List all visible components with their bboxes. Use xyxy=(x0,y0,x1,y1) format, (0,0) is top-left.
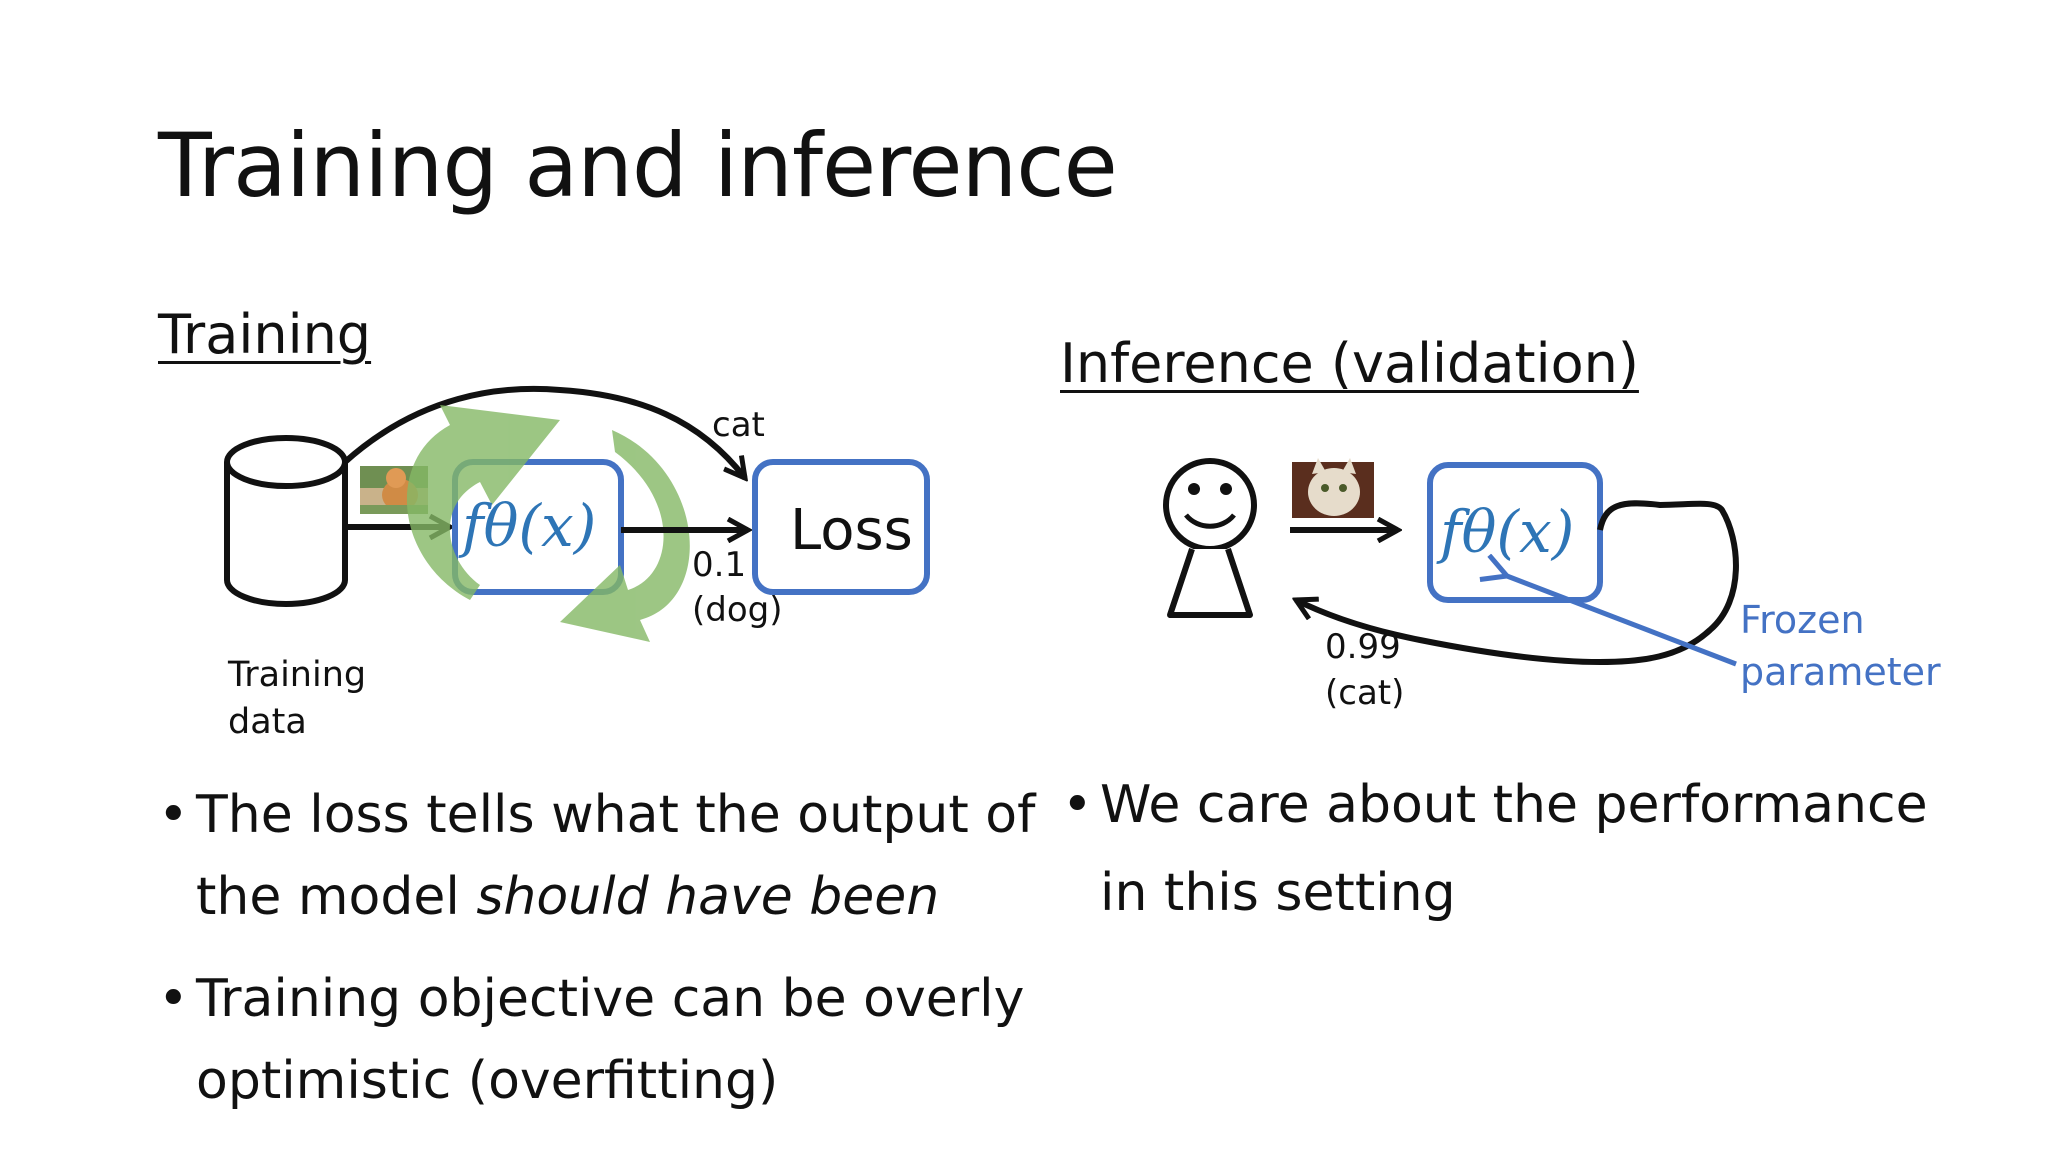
prediction-value: 0.1 xyxy=(692,545,747,585)
bullet-2-line1: Training objective can be overly xyxy=(196,969,1025,1029)
bullet-dot: • xyxy=(1062,775,1093,835)
target-arrow xyxy=(343,385,745,478)
target-label: cat xyxy=(712,405,765,445)
bullet-1-line2: the model should have been xyxy=(196,856,939,938)
training-data-label-line2: data xyxy=(228,702,307,742)
slide-title: Training and inference xyxy=(158,114,1118,217)
bullet-2-line2: optimistic (overfitting) xyxy=(196,1051,779,1111)
bullet-1-line1: The loss tells what the output of xyxy=(196,785,1036,845)
person-icon xyxy=(1163,458,1257,618)
inference-bullet-1-line1: We care about the performance xyxy=(1100,775,1928,835)
frozen-label-line2: parameter xyxy=(1740,650,1941,694)
inference-bullets: • We care about the performance in this … xyxy=(1062,764,1962,964)
training-data-label-line1: Training xyxy=(228,655,367,695)
output-value: 0.99 xyxy=(1325,627,1401,667)
training-bullets: • The loss tells what the output of the … xyxy=(158,774,1035,1134)
bullet-dot: • xyxy=(158,969,189,1029)
loss-label: Loss xyxy=(790,498,913,563)
training-heading: Training xyxy=(158,303,372,366)
loss-box xyxy=(752,459,930,595)
prediction-class: (dog) xyxy=(692,590,783,630)
model-formula-inference: fθ(x) xyxy=(1440,498,1575,566)
inference-heading: Inference (validation) xyxy=(1060,332,1639,395)
database-icon xyxy=(224,435,348,607)
inference-bullet-1-line2: in this setting xyxy=(1100,863,1456,923)
bullet-1-line2-plain: the model xyxy=(196,867,477,927)
model-label-inference: fθ(x) xyxy=(1440,498,1574,566)
frozen-label-line1: Frozen xyxy=(1740,598,1865,642)
model-box-inference xyxy=(1427,462,1603,603)
model-label-training: fθ(x) xyxy=(462,492,596,560)
optimization-cycle-icon xyxy=(406,405,690,642)
bullet-1-line2-italic: should have been xyxy=(476,867,940,927)
cat-image-inference xyxy=(1292,458,1374,518)
bullet-dot: • xyxy=(158,785,189,845)
model-formula-training: fθ(x) xyxy=(462,492,597,560)
output-class: (cat) xyxy=(1325,673,1405,713)
frozen-parameter-arrow xyxy=(1507,576,1737,667)
